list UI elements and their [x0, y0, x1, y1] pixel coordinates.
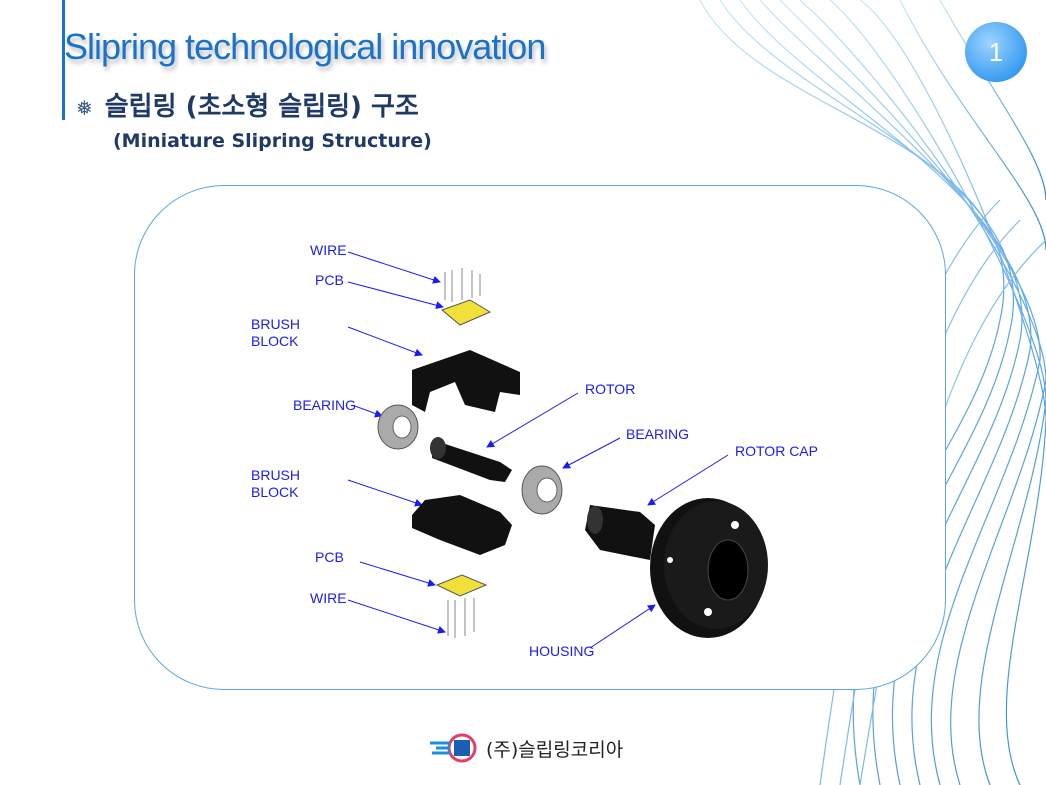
label-bearing-left: BEARING [293, 397, 357, 413]
label-wire-bottom: WIRE [310, 590, 347, 606]
page-title: Slipring technological innovation [64, 26, 546, 67]
subtitle: ❅ 슬립링 (초소형 슬립링) 구조 [76, 86, 419, 123]
brush-block-top-part [412, 350, 520, 412]
label-rotor-cap: ROTOR CAP [735, 443, 818, 459]
title-accent-bar [62, 0, 65, 120]
brush-block-bottom-part [412, 495, 512, 555]
rotor-cap-part [585, 505, 655, 560]
diagram-panel [134, 185, 946, 690]
label-pcb-bottom: PCB [315, 549, 344, 565]
bearing-left-part [377, 404, 419, 450]
label-housing: HOUSING [529, 643, 595, 659]
page-number-badge: 1 [965, 22, 1027, 82]
housing-part [650, 498, 768, 638]
subtitle-english: (Miniature Slipring Structure) [113, 130, 432, 152]
snowflake-icon: ❅ [76, 96, 93, 120]
label-wire-top: WIRE [310, 242, 347, 258]
label-brush-block-top: BRUSH BLOCK [251, 316, 301, 349]
footer-logo: (주)슬립링코리아 [428, 733, 623, 763]
company-name: (주)슬립링코리아 [486, 738, 624, 761]
wire-bottom-part [447, 598, 475, 638]
rotor-part [430, 437, 512, 482]
label-pcb-top: PCB [315, 272, 344, 288]
wire-top-part [444, 268, 481, 302]
label-rotor: ROTOR [585, 381, 636, 397]
pcb-top-part [441, 299, 492, 326]
label-brush-block-bottom: BRUSH BLOCK [251, 467, 301, 500]
label-bearing-right: BEARING [626, 426, 690, 442]
leader-arrows [347, 251, 729, 649]
company-logo-icon [430, 733, 477, 763]
pcb-bottom-part [435, 574, 488, 597]
subtitle-text: 슬립링 (초소형 슬립링) 구조 [104, 92, 419, 122]
bearing-right-part [521, 465, 563, 515]
